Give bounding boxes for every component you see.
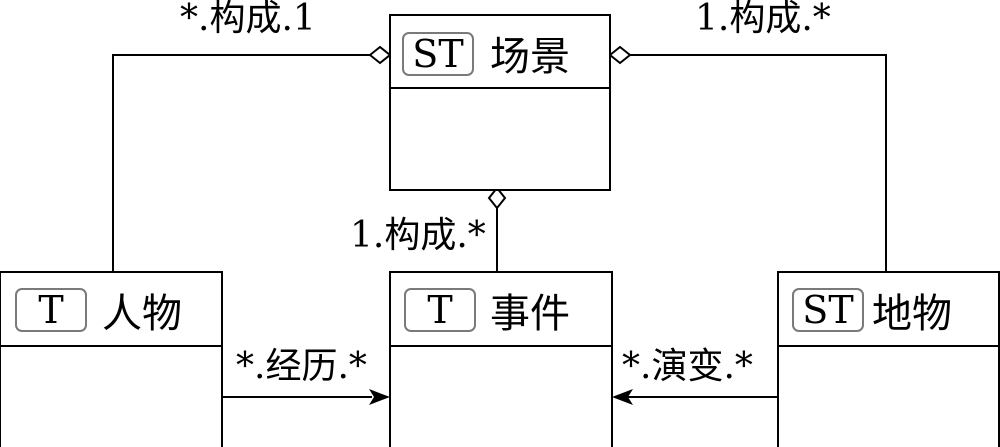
- relation-label-place-event: *.演变.*: [622, 346, 753, 387]
- connector-place-event: [612, 389, 778, 405]
- connector-character-scene: [112, 45, 392, 272]
- class-name: 事件: [490, 291, 570, 337]
- class-name: 场景: [490, 34, 570, 80]
- stereotype-tag: [404, 288, 476, 332]
- connector-character-event: [222, 389, 390, 405]
- stereotype-tag: [402, 32, 474, 76]
- relation-label-place-scene: 1.构成.*: [695, 0, 831, 39]
- class-name: 地物: [872, 291, 952, 337]
- class-stereotype: ST: [412, 32, 463, 76]
- connector-place-scene: [608, 45, 887, 272]
- relation-label-character-event: *.经历.*: [236, 346, 367, 387]
- aggregation-diamond-icon: [368, 45, 392, 65]
- class-box-event: T 事件: [389, 271, 613, 447]
- class-stereotype: ST: [802, 288, 853, 332]
- class-name: 人物: [102, 291, 182, 337]
- stereotype-tag: [792, 288, 864, 332]
- arrowhead-icon: [612, 389, 633, 405]
- class-box-scene: ST 场景: [389, 14, 611, 191]
- relation-label-character-scene: *.构成.1: [180, 0, 316, 39]
- arrowhead-icon: [369, 389, 390, 405]
- aggregation-diamond-icon: [608, 45, 632, 65]
- class-box-place: ST 地物: [777, 271, 1000, 447]
- class-box-character: T 人物: [0, 271, 223, 447]
- aggregation-diamond-icon: [487, 186, 507, 210]
- class-stereotype: T: [427, 288, 452, 332]
- relation-label-event-scene: 1.构成.*: [350, 215, 486, 256]
- stereotype-tag: [15, 288, 87, 332]
- class-stereotype: T: [38, 288, 63, 332]
- connector-event-scene: [487, 186, 507, 272]
